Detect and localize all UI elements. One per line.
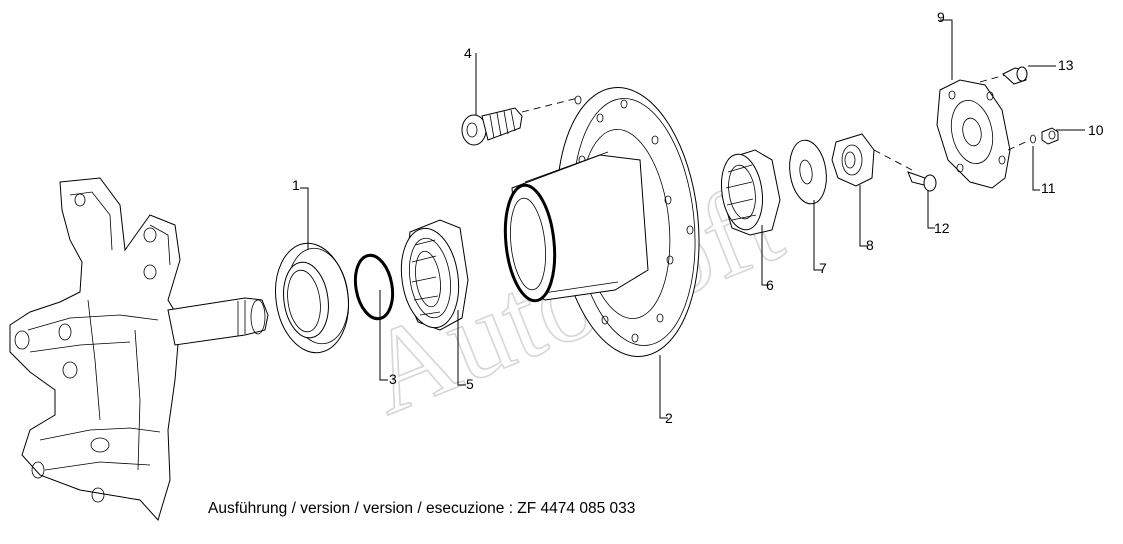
part-1-seal bbox=[275, 242, 349, 354]
callout-12: 12 bbox=[934, 220, 950, 236]
callout-10: 10 bbox=[1088, 122, 1104, 138]
part-10-plug bbox=[1041, 127, 1059, 145]
callout-6: 6 bbox=[766, 277, 774, 293]
part-5-bearing bbox=[400, 219, 469, 331]
callout-7: 7 bbox=[819, 260, 827, 276]
part-4-stud bbox=[461, 97, 579, 146]
part-2-hub bbox=[503, 87, 700, 357]
part-9-cover bbox=[936, 74, 1031, 189]
part-7-washer bbox=[789, 139, 827, 205]
callout-9: 9 bbox=[937, 9, 945, 25]
callout-2: 2 bbox=[665, 410, 673, 426]
callout-3: 3 bbox=[389, 371, 397, 387]
part-11-o-ring bbox=[1030, 134, 1036, 144]
callout-8: 8 bbox=[866, 237, 874, 253]
part-13-plug bbox=[1002, 66, 1028, 85]
callout-labels: 1 2 3 4 5 6 7 8 9 10 11 12 13 bbox=[292, 9, 1104, 426]
callout-13: 13 bbox=[1058, 57, 1074, 73]
callout-4: 4 bbox=[464, 45, 472, 61]
callout-5: 5 bbox=[466, 376, 474, 392]
part-8-nut bbox=[831, 133, 913, 187]
part-6-bearing bbox=[721, 149, 781, 236]
steering-knuckle bbox=[9, 177, 269, 521]
part-12-screw bbox=[907, 171, 937, 192]
version-caption: Ausführung / version / version / esecuzi… bbox=[208, 500, 636, 517]
callout-11: 11 bbox=[1041, 180, 1056, 196]
leader-lines bbox=[300, 19, 1085, 419]
callout-1: 1 bbox=[292, 177, 300, 193]
